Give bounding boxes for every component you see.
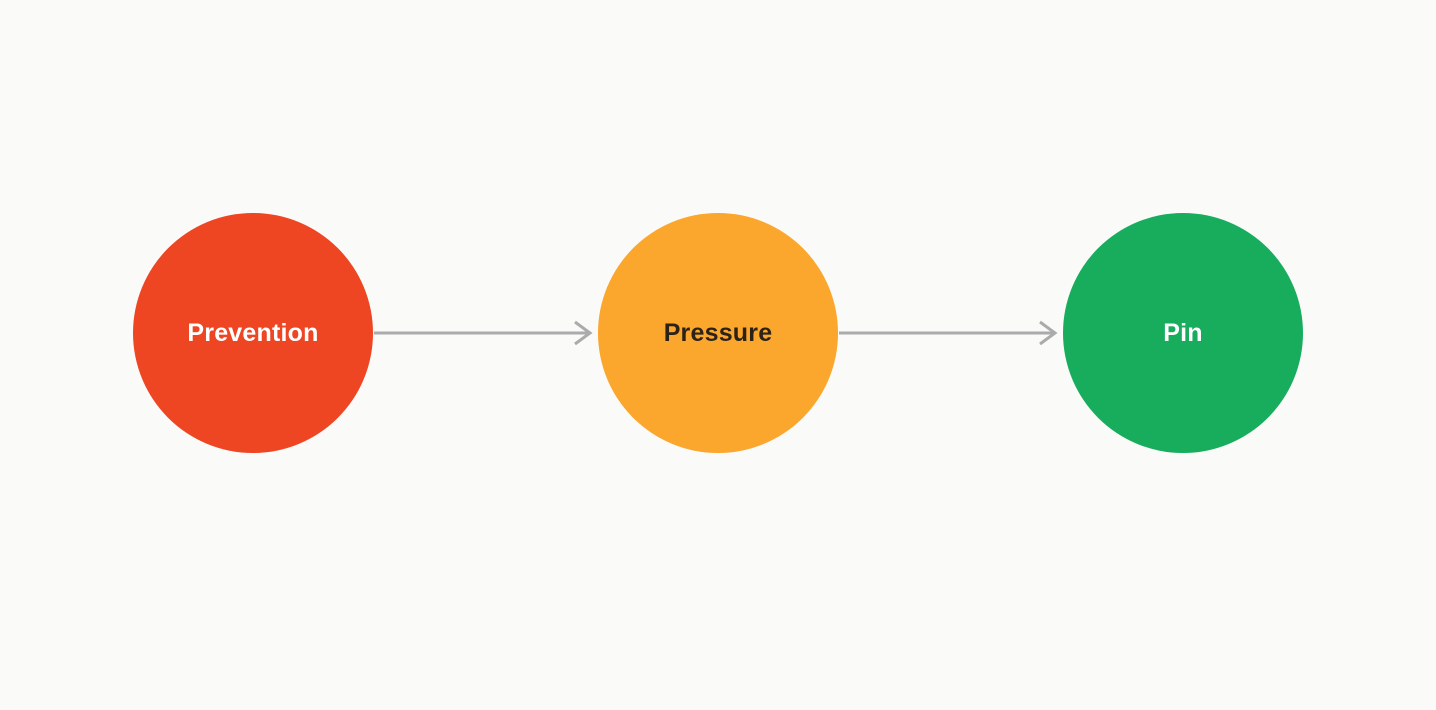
node-prevention-label: Prevention bbox=[187, 318, 319, 347]
arrow-right-icon bbox=[374, 320, 593, 346]
node-prevention[interactable]: Prevention bbox=[133, 213, 373, 453]
node-pin[interactable]: Pin bbox=[1063, 213, 1303, 453]
arrow-right-icon bbox=[839, 320, 1058, 346]
node-pressure-label: Pressure bbox=[663, 318, 773, 347]
flow-row: Prevention Pressure Pin bbox=[133, 213, 1303, 453]
node-pressure[interactable]: Pressure bbox=[598, 213, 838, 453]
node-pin-label: Pin bbox=[1163, 318, 1203, 347]
